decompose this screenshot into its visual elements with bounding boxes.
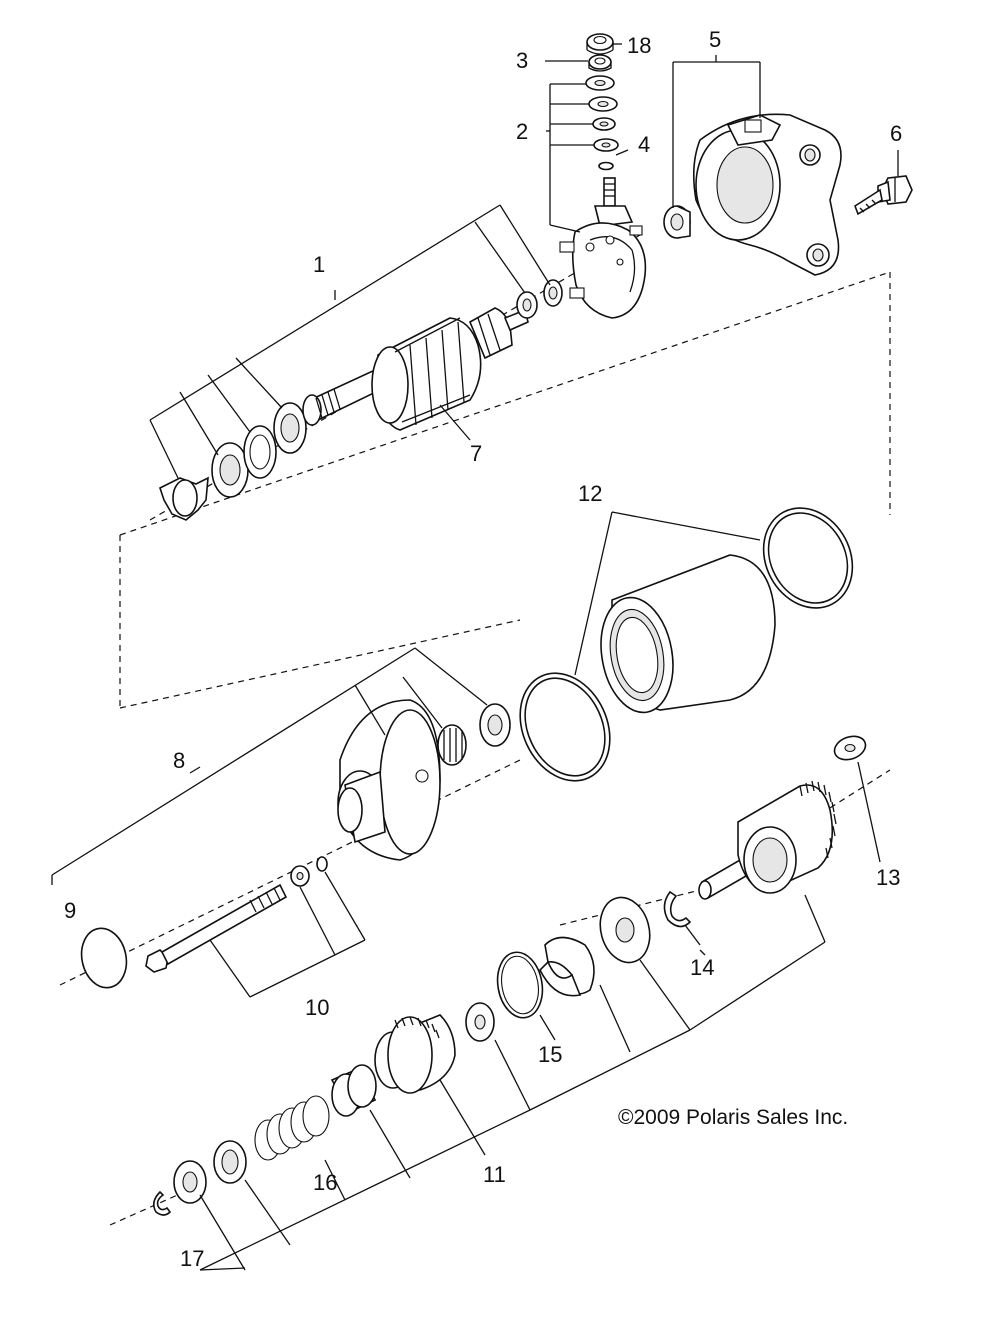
stopper-ring <box>213 1140 247 1184</box>
callout-8: 8 <box>173 748 185 773</box>
gasket-9 <box>80 927 128 989</box>
callout-15: 15 <box>538 1042 562 1067</box>
front-cover-8 <box>337 699 511 861</box>
callout-10: 10 <box>305 995 329 1020</box>
leader-lines <box>51 43 899 1271</box>
planetary-gear-shaft <box>698 780 837 900</box>
nut-3 <box>588 54 612 72</box>
callout-3: 3 <box>516 48 528 73</box>
through-bolt-10 <box>145 856 328 973</box>
o-ring-12-top <box>762 507 854 609</box>
callout-13: 13 <box>876 865 900 890</box>
callout-7: 7 <box>470 441 482 466</box>
spring-clip-15 <box>496 951 544 1019</box>
callout-labels: 1 2 3 4 5 6 7 8 9 10 11 12 13 14 15 16 1… <box>64 27 902 1271</box>
callout-5: 5 <box>709 27 721 52</box>
callout-12: 12 <box>578 481 602 506</box>
o-ring-4 <box>598 161 614 171</box>
callout-14: 14 <box>690 955 714 980</box>
copyright-notice: ©2009 Polaris Sales Inc. <box>618 1106 849 1129</box>
callout-16: 16 <box>313 1170 337 1195</box>
armature-7 <box>159 279 563 521</box>
callout-18: 18 <box>627 33 651 58</box>
callout-9: 9 <box>64 898 76 923</box>
nut-18 <box>586 33 614 55</box>
snap-ring-17 <box>152 1190 172 1216</box>
bolt-6 <box>854 175 913 216</box>
yoke-housing <box>600 554 776 714</box>
callout-11: 11 <box>483 1162 506 1187</box>
spring-16 <box>254 1095 330 1161</box>
clutch-segment <box>539 936 595 997</box>
washer-stack-2 <box>585 75 619 152</box>
sleeve <box>330 1064 377 1117</box>
washer-11 <box>465 1002 495 1042</box>
callout-2: 2 <box>516 119 528 144</box>
bushing <box>663 205 691 239</box>
callout-17: 17 <box>180 1246 204 1271</box>
callout-4: 4 <box>638 132 650 157</box>
washer-14 <box>599 896 651 964</box>
o-ring-12-bottom <box>519 672 611 782</box>
end-housing-5 <box>692 113 842 276</box>
snap-ring-14 <box>663 890 692 928</box>
brush-plate <box>559 177 647 319</box>
pinion-gear-11 <box>374 1014 456 1094</box>
callout-1: 1 <box>313 252 325 277</box>
collar <box>173 1160 207 1204</box>
washer-13 <box>833 735 867 761</box>
callout-6: 6 <box>890 121 902 146</box>
